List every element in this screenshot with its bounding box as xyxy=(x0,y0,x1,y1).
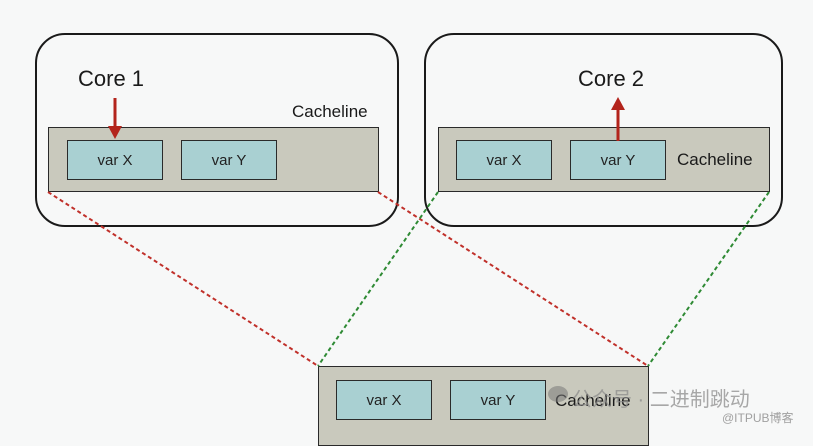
core1-var-y: var Y xyxy=(181,140,277,180)
core2-var-x: var X xyxy=(456,140,552,180)
watermark-line1: 公众号 · 二进制跳动 xyxy=(572,389,750,411)
memory-cacheline-label: Cacheline xyxy=(555,391,631,410)
memory-var-x: var X xyxy=(336,380,432,420)
core2-right-link xyxy=(647,191,770,367)
core1-right-link xyxy=(377,191,649,367)
watermark-line2: @ITPUB博客 xyxy=(722,411,794,425)
core1-title: Core 1 xyxy=(78,66,145,91)
core2-var-y: var Y xyxy=(570,140,666,180)
core2-cacheline-label: Cacheline xyxy=(677,150,753,169)
core2-title: Core 2 xyxy=(578,66,645,91)
wechat-logo-icon xyxy=(548,386,568,402)
core2-left-link xyxy=(317,191,439,367)
core1-cacheline xyxy=(48,127,379,192)
core1-write-arrow-icon xyxy=(108,98,122,139)
memory-var-y: var Y xyxy=(450,380,546,420)
connector-overlay xyxy=(47,97,770,367)
core1-left-link xyxy=(47,191,319,367)
core1-cacheline-label: Cacheline xyxy=(292,102,368,121)
core1-var-x: var X xyxy=(67,140,163,180)
core2-read-arrow-icon xyxy=(611,97,625,141)
